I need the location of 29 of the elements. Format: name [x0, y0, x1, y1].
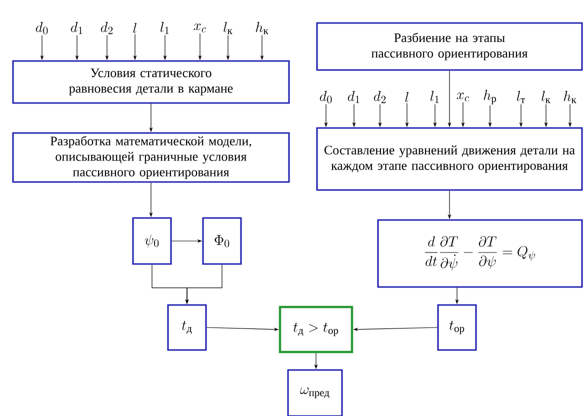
variable-box: $t_{\text{д}}$	[167, 304, 207, 351]
parameter-symbol: $d_0$	[320, 90, 332, 104]
parameter-symbol: $h_{\text{к}}$	[256, 22, 268, 34]
variable-box: $\psi_0$	[132, 217, 172, 265]
equation-box: $\frac{d}{dt}\frac{\partial T}{\partial\dot{\psi}}-\frac{\partial T}{\partial\psi}=Q_{\psi}$	[377, 219, 583, 288]
parameter-symbol: $d_1$	[70, 22, 82, 34]
process-box: Разработка математической модели, описывающей граничные условия пассивного ориентирования	[12, 132, 290, 183]
variable-box: $t_{\text{ор}}$	[437, 304, 477, 351]
parameter-symbol: $l_{\text{к}}$	[224, 22, 232, 34]
parameter-symbol: $h_{\text{р}}$	[484, 90, 496, 104]
parameter-symbol: $x_c$	[456, 92, 470, 102]
process-box: Разбиение на этапы пассивного ориентирования	[316, 22, 583, 71]
parameter-symbol: $d_2$	[374, 90, 386, 104]
parameter-symbol: $l_1$	[160, 22, 169, 34]
variable-box: $\Phi_0$	[202, 217, 242, 265]
parameter-symbol: $l$	[133, 23, 136, 34]
parameter-symbol: $d_0$	[36, 22, 48, 34]
process-box: Составление уравнений движения детали на каждом этапе пассивного ориентирования	[316, 127, 583, 191]
condition-box: $t_{\text{д}}>t_{\text{ор}}$	[278, 306, 354, 354]
parameter-symbol: $d_2$	[100, 22, 113, 34]
parameter-symbol: $l_{\text{к}}$	[542, 90, 550, 104]
parameter-symbol: $l_{\text{т}}$	[517, 90, 525, 104]
parameter-symbol: $d_1$	[348, 90, 360, 104]
parameter-symbol: $x_c$	[194, 24, 206, 32]
parameter-symbol: $l$	[405, 92, 408, 102]
parameter-symbol: $h_{\text{к}}$	[564, 90, 576, 104]
result-box: $\omega_{\text{пред}}$	[287, 369, 343, 416]
parameter-symbol: $l_1$	[430, 90, 439, 104]
process-box: Условия статического равновесия детали в кармане	[12, 60, 290, 104]
